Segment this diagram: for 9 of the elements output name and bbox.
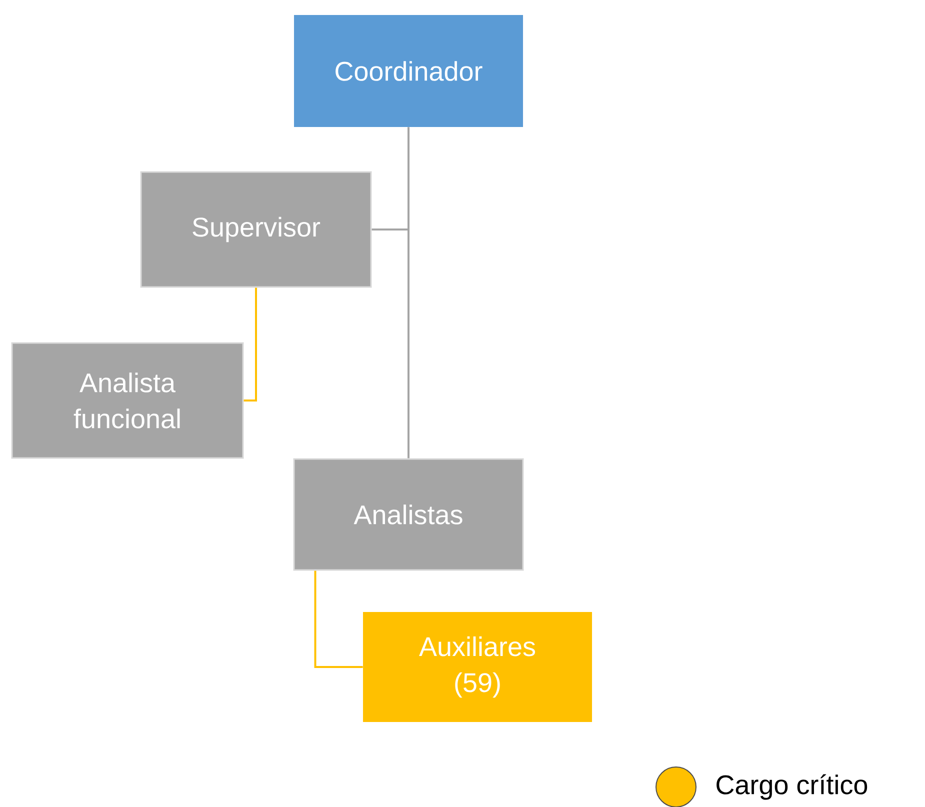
connector-line [244,288,257,402]
connector-line [408,127,410,458]
org-box: Auxiliares (59) [363,612,592,722]
legend-label: Cargo crítico [716,774,868,800]
connector-line [314,570,363,668]
org-box: Supervisor [140,171,372,288]
org-box: Analistas [293,458,524,571]
org-box: Analista funcional [11,342,244,459]
org-box: Coordinador [294,15,523,127]
